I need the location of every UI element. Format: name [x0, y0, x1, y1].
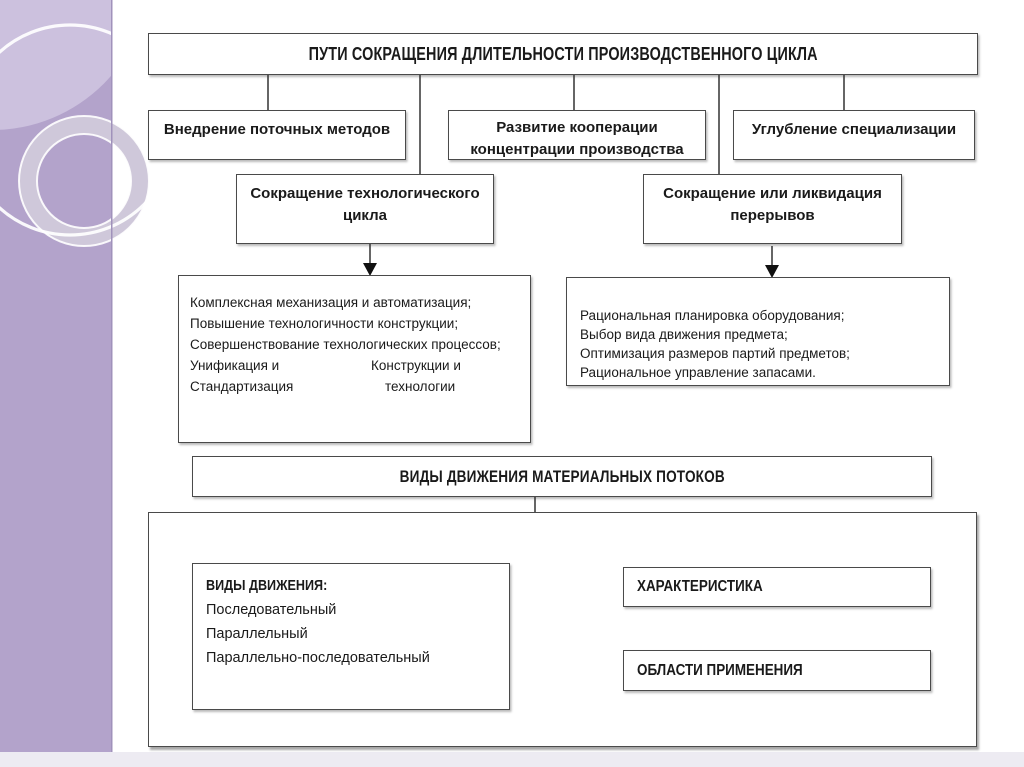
box-tech-cycle-measures: Комплексная механизация и автоматизация;…	[178, 275, 531, 443]
box-breaks: Сокращение или ликвидация перерывов	[643, 174, 902, 244]
box-flow-methods: Внедрение поточных методов	[148, 110, 406, 160]
movement-type-item: Параллельно-последовательный	[206, 650, 430, 666]
box-flow-methods-label: Внедрение поточных методов	[163, 121, 391, 138]
measure-line: Выбор вида движения предмета;	[580, 327, 788, 342]
box-specialization: Углубление специализации	[733, 110, 975, 160]
title-box: ПУТИ СОКРАЩЕНИЯ ДЛИТЕЛЬНОСТИ ПРОИЗВОДСТВ…	[148, 33, 978, 75]
measure-line: Рациональное управление запасами.	[580, 365, 816, 380]
measure-pair-left: Унификация и	[190, 358, 280, 373]
measure-line: Совершенствование технологических процес…	[190, 337, 501, 352]
sidebar-decoration	[0, 0, 177, 752]
measure-line: Повышение технологичности конструкции;	[190, 316, 459, 331]
box-movement-types: ВИДЫ ДВИЖЕНИЯ: Последовательный Параллел…	[192, 563, 510, 710]
measure-pair-left: Стандартизация	[190, 379, 294, 394]
box-tech-cycle: Сокращение технологического цикла	[236, 174, 494, 244]
box-breaks-label: Сокращение или ликвидация перерывов	[663, 185, 882, 224]
box-characteristic: ХАРАКТЕРИСТИКА	[623, 567, 931, 607]
measure-line-pair: Унификация и Конструкции и	[190, 355, 520, 376]
characteristic-label: ХАРАКТЕРИСТИКА	[637, 578, 763, 595]
box-cooperation-label: Развитие кооперации концентрации произво…	[470, 119, 684, 158]
application-label: ОБЛАСТИ ПРИМЕНЕНИЯ	[637, 661, 803, 679]
box-application: ОБЛАСТИ ПРИМЕНЕНИЯ	[623, 650, 931, 691]
box-tech-cycle-label: Сокращение технологического цикла	[250, 185, 480, 224]
diagram-title: ПУТИ СОКРАЩЕНИЯ ДЛИТЕЛЬНОСТИ ПРОИЗВОДСТВ…	[308, 43, 818, 64]
sidebar-edge	[111, 0, 113, 752]
measure-line-pair: Стандартизация технологии	[190, 376, 520, 397]
bottom-band	[0, 752, 1024, 767]
flows-title-box: ВИДЫ ДВИЖЕНИЯ МАТЕРИАЛЬНЫХ ПОТОКОВ	[192, 456, 932, 497]
box-specialization-label: Углубление специализации	[751, 121, 957, 138]
movement-type-item: Последовательный	[206, 602, 337, 618]
box-cooperation: Развитие кооперации концентрации произво…	[448, 110, 706, 160]
measure-line: Комплексная механизация и автоматизация;	[190, 295, 472, 310]
flows-title: ВИДЫ ДВИЖЕНИЯ МАТЕРИАЛЬНЫХ ПОТОКОВ	[399, 466, 725, 486]
measure-line: Оптимизация размеров партий предметов;	[580, 346, 850, 361]
box-breaks-measures: Рациональная планировка оборудования; Вы…	[566, 277, 950, 386]
movement-type-item: Параллельный	[206, 626, 308, 642]
movement-types-heading: ВИДЫ ДВИЖЕНИЯ:	[206, 577, 328, 594]
measure-pair-right: технологии	[385, 379, 456, 394]
measure-line: Рациональная планировка оборудования;	[580, 308, 845, 323]
measure-pair-right: Конструкции и	[371, 358, 461, 373]
thick-ring-icon	[18, 115, 150, 247]
